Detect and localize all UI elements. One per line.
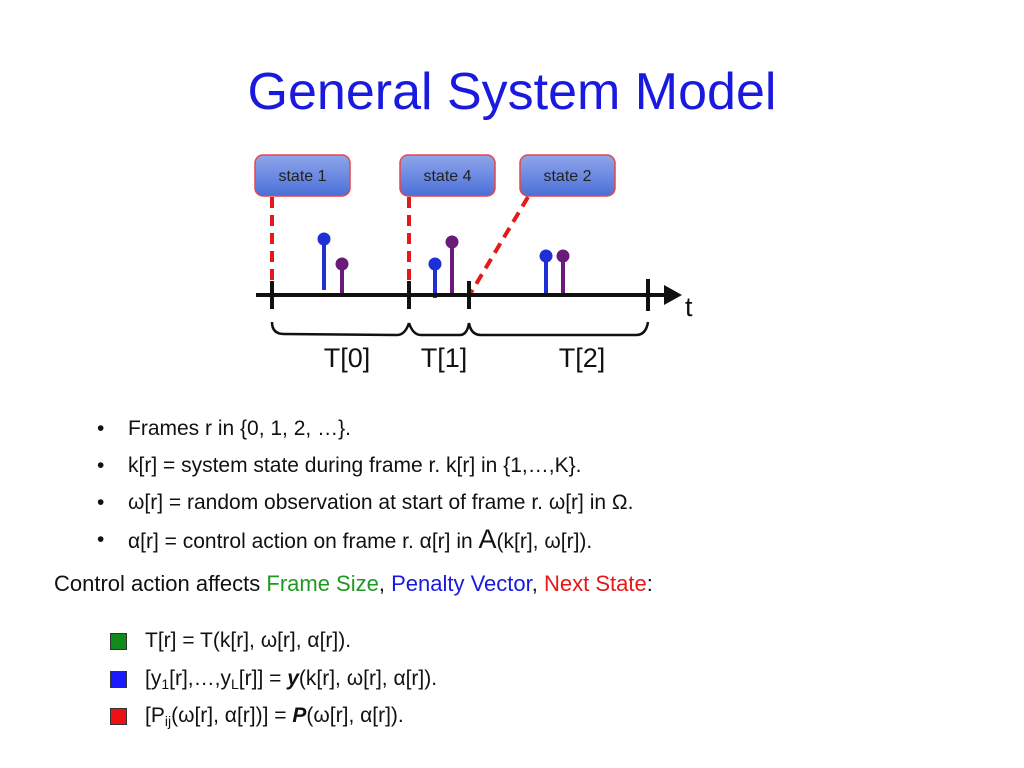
transition-equation: [Pij(ω[r], α[r])] = P(ω[r], α[r]). — [145, 704, 404, 729]
frame-label-0: T[0] — [324, 343, 371, 373]
legend-frame-size: T[r] = T(k[r], ω[r], α[r]). — [110, 624, 351, 658]
timeline-diagram: state 1 state 4 state 2 — [254, 154, 693, 373]
eq-part: [r]] = — [238, 667, 288, 690]
slide-title: General System Model — [247, 63, 777, 121]
frame-brace-0 — [270, 321, 411, 337]
definition-list: Frames r in {0, 1, 2, …}. k[r] = system … — [97, 410, 633, 558]
state-2-pointer — [467, 195, 530, 298]
frame-size-label: Frame Size — [266, 571, 379, 596]
eq-subscript: ij — [164, 713, 172, 729]
frame-brace-1 — [407, 322, 471, 337]
eq-part: [y — [145, 667, 162, 690]
callout-state-2-label: state 2 — [543, 168, 591, 185]
callout-state-2: state 2 — [519, 154, 616, 197]
frame-brace-2 — [467, 321, 650, 337]
next-state-label: Next State — [543, 571, 647, 596]
eq-part: [r],…,y — [169, 667, 231, 690]
legend-penalty-vector: [y1[r],…,yL[r]] = y(k[r], ω[r], α[r]). — [110, 662, 437, 696]
frame-label-1: T[1] — [421, 343, 468, 373]
event-marker — [335, 257, 349, 294]
bullet-observation: ω[r] = random observation at start of fr… — [97, 484, 633, 521]
frame-size-equation: T[r] = T(k[r], ω[r], α[r]). — [145, 629, 352, 652]
time-axis — [256, 279, 682, 311]
frame-label-2: T[2] — [559, 343, 606, 373]
event-marker — [539, 249, 553, 296]
separator-comma: , — [531, 571, 544, 596]
red-square-icon — [110, 707, 127, 725]
callout-state-1-label: state 1 — [278, 168, 326, 185]
event-marker — [556, 249, 570, 294]
action-set-symbol: A — [478, 524, 497, 554]
eq-part: (ω[r], α[r]). — [306, 704, 404, 727]
bullet-action: α[r] = control action on frame r. α[r] i… — [97, 521, 633, 558]
eq-part: (k[r], ω[r], α[r]). — [298, 667, 438, 690]
green-square-icon — [110, 632, 127, 650]
callout-state-4-label: state 4 — [423, 168, 471, 185]
transition-matrix-symbol: P — [292, 704, 307, 727]
penalty-vector-label: Penalty Vector — [391, 571, 532, 596]
callout-state-4: state 4 — [399, 154, 496, 197]
eq-part: [P — [145, 704, 165, 727]
eq-subscript: L — [230, 676, 239, 692]
penalty-equation: [y1[r],…,yL[r]] = y(k[r], ω[r], α[r]). — [145, 667, 438, 692]
eq-subscript: 1 — [161, 676, 170, 692]
legend-next-state: [Pij(ω[r], α[r])] = P(ω[r], α[r]). — [110, 699, 404, 733]
time-axis-label: t — [685, 292, 693, 322]
callout-state-1: state 1 — [254, 154, 351, 197]
eq-part: (ω[r], α[r])] = — [171, 704, 293, 727]
separator-colon: : — [646, 571, 653, 596]
bullet-action-prefix: α[r] = control action on frame r. α[r] i… — [128, 530, 479, 553]
separator-comma: , — [378, 571, 392, 596]
bullet-frames: Frames r in {0, 1, 2, …}. — [97, 410, 633, 447]
event-marker — [317, 232, 331, 290]
penalty-function-symbol: y — [287, 667, 299, 690]
control-prefix: Control action affects — [54, 571, 267, 596]
blue-square-icon — [110, 670, 127, 688]
event-marker — [445, 235, 459, 294]
event-marker — [428, 257, 442, 298]
bullet-action-suffix: (k[r], ω[r]). — [496, 530, 593, 553]
bullet-state: k[r] = system state during frame r. k[r]… — [97, 447, 633, 484]
control-effects-line: Control action affects Frame Size, Penal… — [54, 571, 653, 597]
